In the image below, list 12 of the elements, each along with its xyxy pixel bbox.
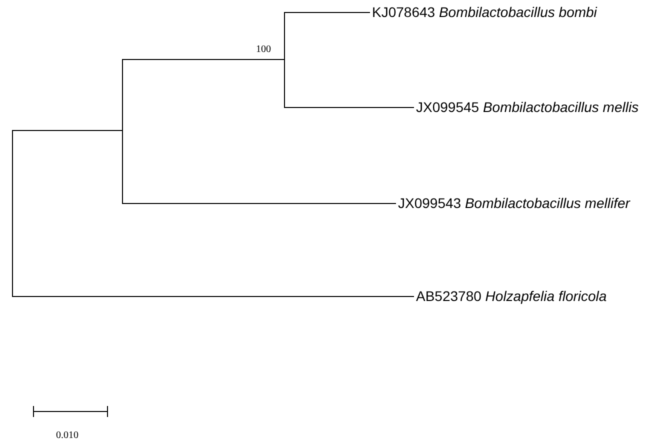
branch-line: [12, 130, 122, 131]
taxon-label: JX099545 Bombilactobacillus mellis: [416, 99, 639, 115]
taxon-label: JX099543 Bombilactobacillus mellifer: [398, 195, 630, 211]
bootstrap-value: 100: [256, 44, 271, 55]
branch-line: [12, 296, 414, 297]
taxon-label: KJ078643 Bombilactobacillus bombi: [372, 4, 597, 20]
branch-line: [122, 203, 396, 204]
scale-label: 0.010: [56, 430, 78, 441]
branch-line: [122, 59, 284, 60]
taxon-label: AB523780 Holzapfelia floricola: [416, 288, 607, 304]
branch-line: [284, 107, 414, 108]
branch-line: [284, 12, 370, 13]
